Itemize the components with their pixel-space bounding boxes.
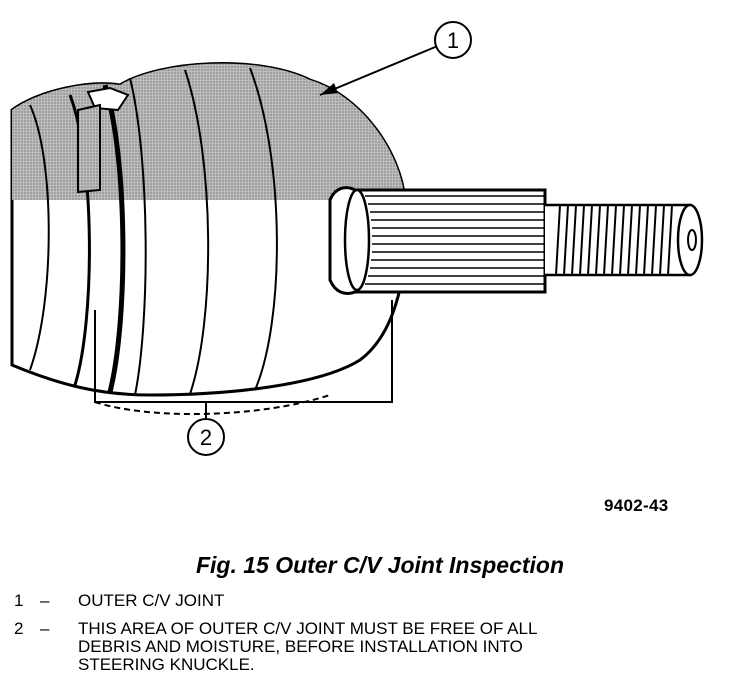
legend-number: 1 [14, 591, 24, 610]
figure-caption: Fig. 15 Outer C/V Joint Inspection [195, 552, 565, 578]
cv-joint-illustration: 1 2 [10, 21, 704, 456]
legend-dash: – [40, 619, 50, 638]
legend-dash: – [40, 591, 50, 610]
legend-number: 2 [14, 619, 24, 638]
legend-item: 2 – THIS AREA OF OUTER C/V JOINT MUST BE… [14, 620, 734, 674]
callout-2: 2 [187, 402, 225, 456]
callout-1: 1 [319, 21, 472, 96]
legend: 1 – OUTER C/V JOINT 2 – THIS AREA OF OUT… [14, 592, 734, 684]
figure-id: 9402-43 [604, 496, 669, 515]
legend-text: THIS AREA OF OUTER C/V JOINT MUST BE FRE… [78, 619, 538, 674]
splined-shaft [328, 186, 704, 295]
callout-2-label: 2 [200, 425, 212, 450]
cv-boot [10, 62, 408, 397]
legend-text: OUTER C/V JOINT [78, 591, 225, 610]
callout-1-label: 1 [447, 28, 459, 53]
legend-item: 1 – OUTER C/V JOINT [14, 592, 734, 610]
